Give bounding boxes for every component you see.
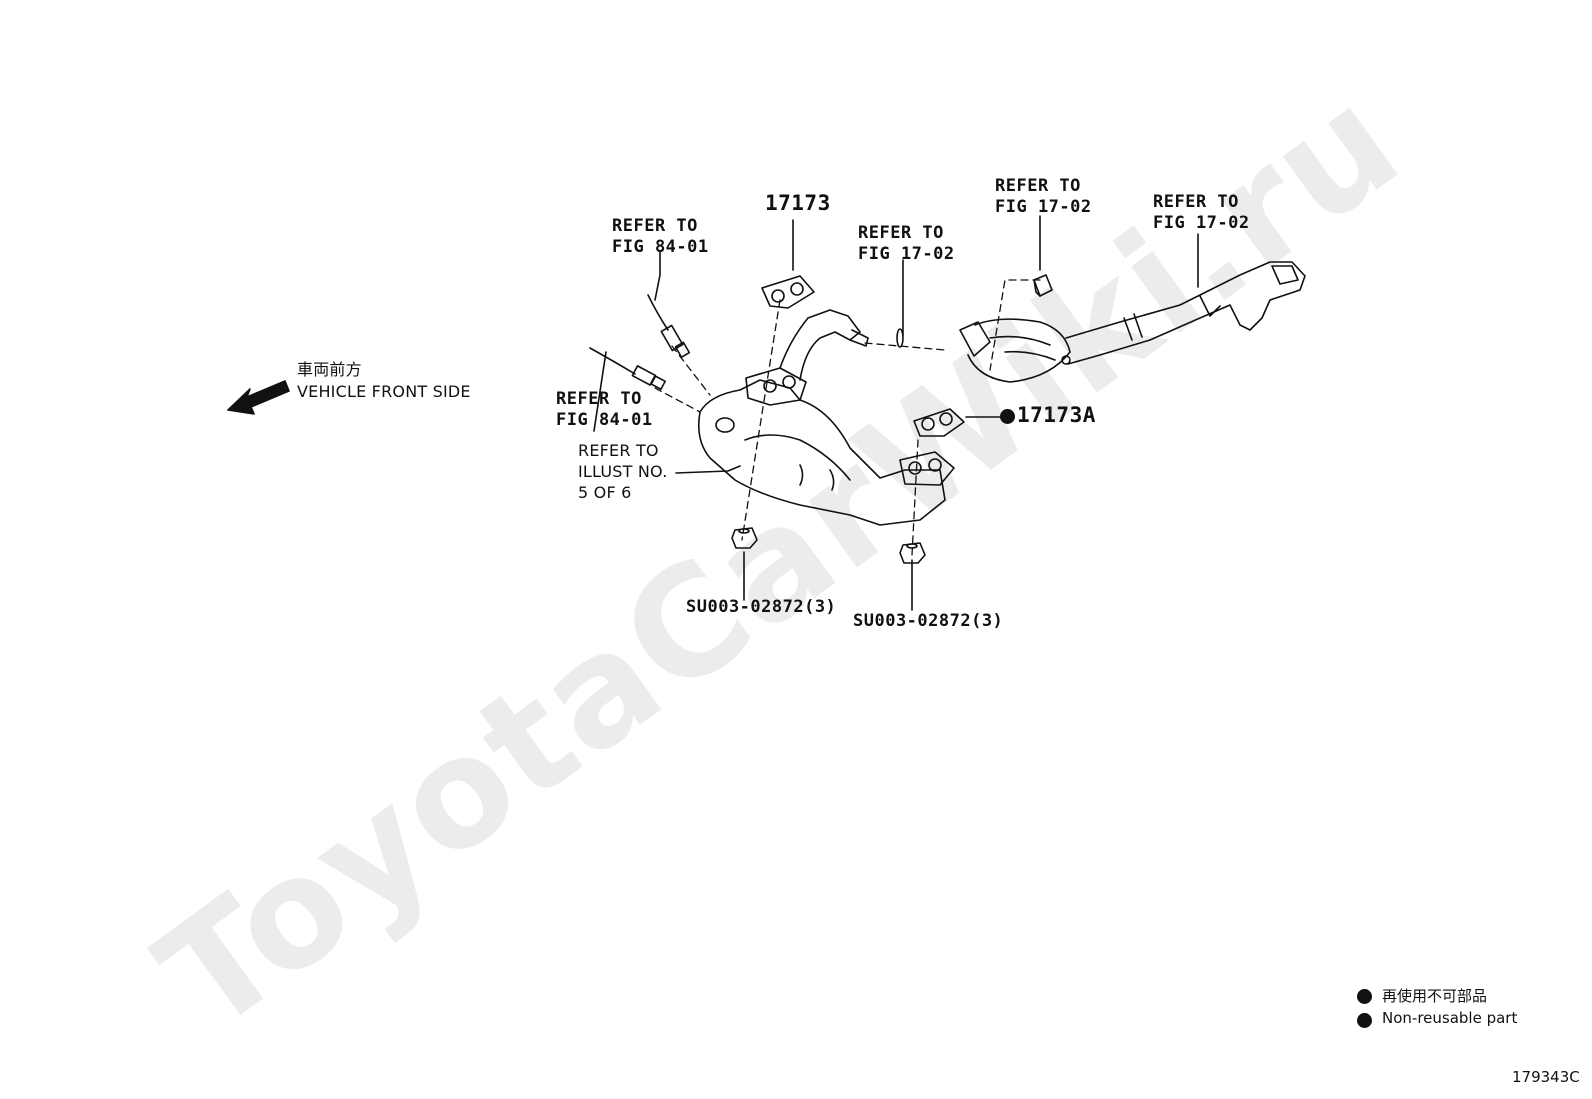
oxygen-sensor-upper	[647, 294, 691, 358]
dashed-alignment-lines	[654, 279, 1041, 556]
catalytic-converter	[959, 318, 1071, 383]
part-number-nut-right: SU003-02872(3)	[853, 611, 1004, 631]
callout-refer-fig-84-01-upper: REFER TO FIG 84-01	[612, 216, 709, 257]
callout-refer-fig-17-02-top: REFER TO FIG 17-02	[995, 176, 1092, 217]
callout-refer-illust: REFER TO ILLUST NO. 5 OF 6	[578, 441, 668, 502]
legend-label-en: Non-reusable part	[1382, 1009, 1518, 1027]
callout-refer-fig-84-01-lower: REFER TO FIG 84-01	[556, 389, 653, 430]
callout-refer-fig-17-02-mid: REFER TO FIG 17-02	[858, 223, 955, 264]
nut-left	[731, 527, 758, 549]
legend-label-ja: 再使用不可部品	[1382, 987, 1488, 1005]
filled-circle-icon	[1357, 1013, 1372, 1028]
vehicle-front-label-en: VEHICLE FRONT SIDE	[297, 382, 471, 401]
clamp-bolt	[1033, 274, 1053, 297]
leader-lines	[593, 215, 1199, 611]
part-number-17173: 17173	[765, 191, 831, 215]
oxygen-sensor-lower	[589, 347, 666, 391]
filled-circle-icon	[1357, 989, 1372, 1004]
exhaust-manifold	[697, 309, 955, 526]
gasket-17173a	[913, 408, 965, 437]
vehicle-front-label-ja: 車両前方	[297, 360, 362, 379]
non-reusable-marker	[1000, 409, 1015, 424]
callout-refer-fig-17-02-right: REFER TO FIG 17-02	[1153, 192, 1250, 233]
ring-gasket	[896, 328, 904, 348]
figure-number: 179343C	[1512, 1068, 1580, 1086]
front-exhaust-pipe	[1061, 261, 1306, 365]
part-number-nut-left: SU003-02872(3)	[686, 597, 837, 617]
part-number-17173a: 17173A	[1017, 403, 1096, 427]
arrow-left-down-icon	[227, 380, 290, 415]
nut-right	[899, 542, 926, 564]
gasket-17173	[761, 275, 815, 309]
